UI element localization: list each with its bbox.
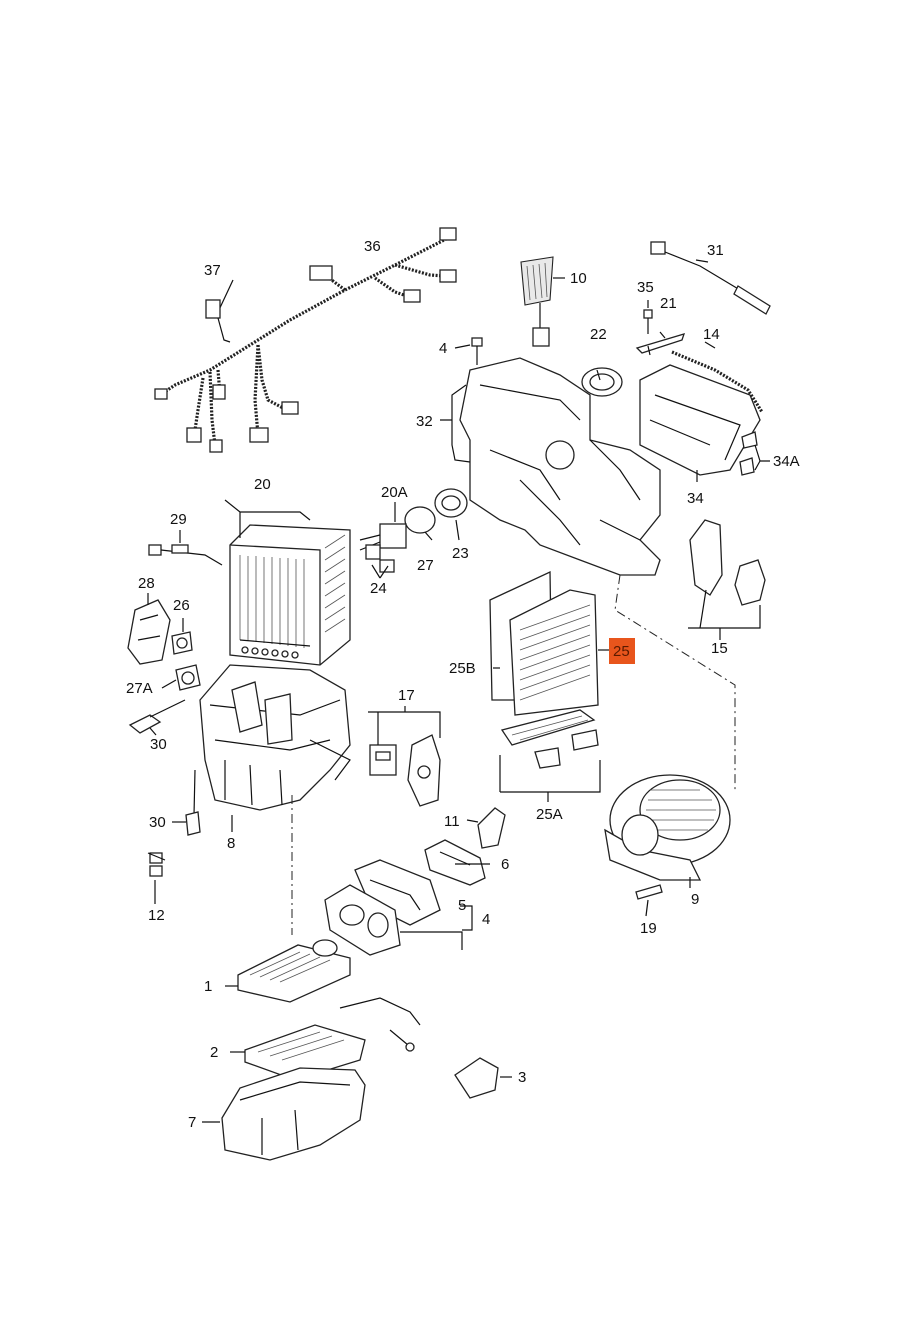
callout-23: 23 xyxy=(452,545,469,562)
clip-icon xyxy=(147,852,166,877)
callout-27a: 27A xyxy=(126,680,153,697)
control-module-icon xyxy=(369,744,397,776)
actuator-icon xyxy=(520,256,554,347)
housing-icon xyxy=(459,357,661,576)
clip-icon xyxy=(739,431,758,476)
seal-frame-icon xyxy=(324,859,441,956)
clip-icon xyxy=(454,1057,499,1099)
callout-24: 24 xyxy=(370,580,387,597)
temperature-sensor-icon xyxy=(650,241,771,315)
callout-25a: 25A xyxy=(536,806,563,823)
temperature-sensor-icon xyxy=(148,544,223,566)
callout-27: 27 xyxy=(417,557,434,574)
filter-icon xyxy=(489,570,599,716)
callout-36: 36 xyxy=(364,238,381,255)
callout-21: 21 xyxy=(660,295,677,312)
callout-5: 5 xyxy=(458,897,466,914)
seal-ring-icon xyxy=(581,367,623,397)
callout-30a: 30 xyxy=(150,736,167,753)
callout-30b: 30 xyxy=(149,814,166,831)
callout-14: 14 xyxy=(703,326,720,343)
heater-core-icon xyxy=(237,939,351,1003)
callout-1: 1 xyxy=(204,978,212,995)
callout-25[interactable]: 25 xyxy=(613,643,630,660)
callout-8: 8 xyxy=(227,835,235,852)
callout-17: 17 xyxy=(398,687,415,704)
callout-28: 28 xyxy=(138,575,155,592)
housing-icon xyxy=(199,664,351,811)
blower-motor-icon xyxy=(604,774,731,881)
temperature-sensor-icon xyxy=(128,699,201,836)
callout-2: 2 xyxy=(210,1044,218,1061)
expansion-valve-icon xyxy=(359,523,407,573)
callout-26: 26 xyxy=(173,597,190,614)
callout-35: 35 xyxy=(637,279,654,296)
callout-11: 11 xyxy=(444,813,460,830)
duct-flange-icon xyxy=(407,734,441,807)
callout-4b: 4 xyxy=(482,911,490,928)
grommet-icon xyxy=(404,488,468,534)
highlight-box[interactable] xyxy=(609,638,635,664)
callout-4a: 4 xyxy=(439,340,447,357)
heater-element-icon xyxy=(244,997,421,1081)
callout-3: 3 xyxy=(518,1069,526,1086)
callout-31: 31 xyxy=(707,242,724,259)
screw-icon xyxy=(471,337,483,365)
callout-22: 22 xyxy=(590,326,607,343)
callout-32: 32 xyxy=(416,413,433,430)
screw-icon xyxy=(635,884,663,900)
servo-motor-icon xyxy=(127,599,201,691)
callout-10: 10 xyxy=(570,270,587,287)
callout-19: 19 xyxy=(640,920,657,937)
housing-icon xyxy=(639,350,764,476)
bracket-icon xyxy=(689,519,766,606)
gasket-icon xyxy=(424,839,486,886)
callout-37: 37 xyxy=(204,262,221,279)
callout-25b: 25B xyxy=(449,660,476,677)
housing-icon xyxy=(221,1067,366,1161)
callout-29: 29 xyxy=(170,511,187,528)
filter-cover-icon xyxy=(500,709,599,769)
callout-9: 9 xyxy=(691,891,699,908)
evaporator-icon xyxy=(229,524,351,666)
callout-12: 12 xyxy=(148,907,165,924)
callout-34: 34 xyxy=(687,490,704,507)
wiring-harness-icon xyxy=(154,227,457,453)
cable-tie-icon xyxy=(205,279,234,343)
leader-lines xyxy=(147,259,770,1123)
callout-20a: 20A xyxy=(381,484,408,501)
callout-34a: 34A xyxy=(773,453,800,470)
callout-6: 6 xyxy=(501,856,509,873)
screw-icon xyxy=(643,309,653,334)
bracket-icon xyxy=(635,333,686,356)
callout-7: 7 xyxy=(188,1114,196,1131)
callout-15: 15 xyxy=(711,640,728,657)
pipe-connector-icon xyxy=(477,807,506,849)
callout-20: 20 xyxy=(254,476,271,493)
